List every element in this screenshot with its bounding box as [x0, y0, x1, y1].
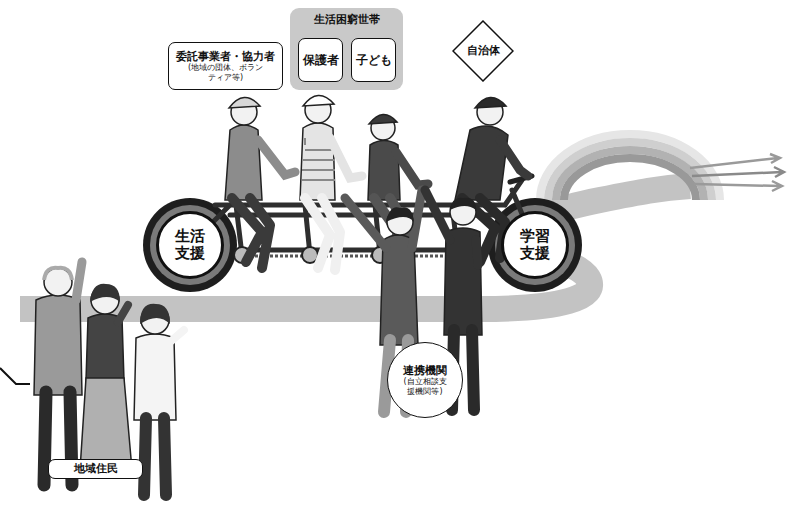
rider-arm [330, 138, 362, 178]
group-band: 生活困窮世帯保護者 子ども [290, 8, 403, 90]
node-label: 連携機関 [403, 364, 447, 378]
hair [386, 207, 414, 222]
skirt [80, 378, 132, 470]
rider-legs [305, 198, 340, 270]
future-arrow [690, 154, 780, 168]
tire [488, 198, 582, 292]
person-arm [170, 330, 184, 342]
node-label: 子ども [356, 53, 392, 68]
rider-arm [500, 140, 528, 176]
person-body [34, 295, 82, 395]
member-box: 子ども [351, 38, 396, 82]
leader-line [0, 368, 30, 384]
rainbow-band [564, 158, 696, 200]
helmet [369, 114, 397, 124]
node-label: 地域住民 [74, 462, 118, 476]
future-arrow [692, 167, 784, 177]
future-arrow [694, 181, 782, 191]
node-label: 自治体 [467, 44, 500, 58]
label-box: 委託事業者・協力者(地域の団体、ボランティア等) [168, 42, 283, 90]
hair [450, 198, 476, 210]
node-subtitle: (地域の団体、ボランティア等) [187, 63, 265, 82]
helmet [229, 97, 260, 108]
node-label: 生活困窮世帯 [314, 13, 380, 27]
diamond-shape [453, 21, 513, 81]
rainbow-band [548, 142, 712, 200]
person-arm [345, 190, 422, 248]
member-box: 保護者 [298, 38, 343, 82]
node-label: 委託事業者・協力者 [176, 50, 275, 64]
person-arm [425, 190, 478, 265]
helmet [475, 97, 506, 108]
hair [90, 284, 120, 302]
rider-legs [232, 198, 270, 268]
person-body [134, 334, 176, 420]
hair [44, 268, 72, 280]
person-arm [118, 305, 128, 322]
node-label: 生活 支援 [170, 228, 210, 263]
helmet [303, 95, 334, 106]
wheel-circle: 生活 支援 [156, 211, 224, 279]
decision-diamond: 自治体 [452, 20, 514, 82]
node-label: 保護者 [303, 53, 339, 68]
agency-circle: 連携機関(自立相談支援機関等) [387, 342, 463, 418]
person-head [44, 268, 72, 296]
rider-arm [396, 152, 428, 185]
person-legs [144, 418, 166, 495]
node-subtitle: (自立相談支援機関等) [401, 377, 449, 396]
label-box: 地域住民 [48, 459, 143, 479]
wheel-circle: 学習 支援 [501, 211, 569, 279]
chain [240, 255, 470, 258]
node-label: 学習 支援 [515, 228, 555, 263]
rider-arm [258, 140, 295, 175]
person-arm [76, 262, 82, 300]
hair [140, 304, 170, 324]
rainbow-band [556, 150, 704, 200]
